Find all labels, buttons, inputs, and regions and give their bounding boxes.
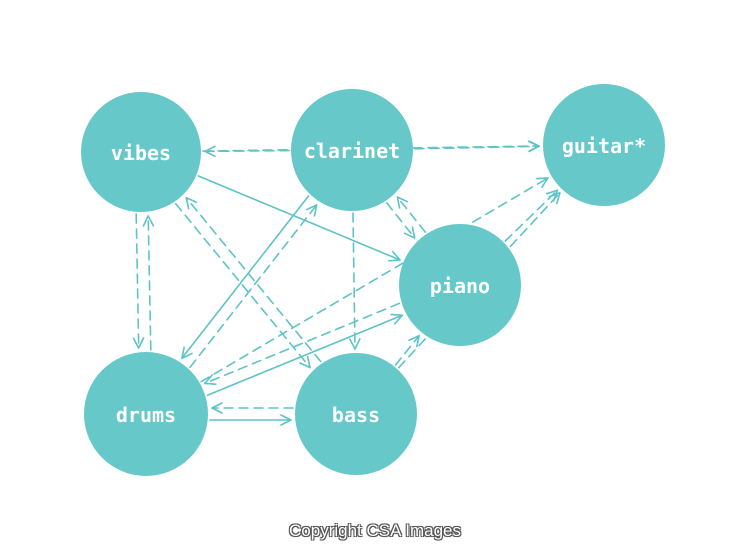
node-bass: bass bbox=[295, 353, 417, 475]
edge-bass-to-piano bbox=[394, 334, 421, 366]
node-label-guitar: guitar* bbox=[562, 134, 646, 158]
edge-piano-to-guitar bbox=[504, 189, 559, 242]
node-label-drums: drums bbox=[116, 403, 176, 427]
edge-clarinet-to-piano bbox=[385, 202, 416, 239]
node-drums: drums bbox=[84, 352, 208, 476]
node-guitar: guitar* bbox=[543, 84, 665, 206]
edge-drums-to-clarinet bbox=[189, 204, 318, 369]
node-label-bass: bass bbox=[332, 403, 380, 427]
edge-vibes-to-piano bbox=[197, 175, 401, 262]
instrument-network-graph: vibes clarinet guitar* piano drums bass bbox=[81, 84, 665, 476]
edge-bass-to-vibes bbox=[185, 196, 322, 363]
edge-drums-to-piano bbox=[206, 313, 404, 397]
edge-drums-to-guitar bbox=[200, 177, 549, 383]
node-circle-vibes bbox=[81, 92, 201, 212]
edge-vibes-to-bass bbox=[174, 202, 311, 369]
nodes-layer: vibes clarinet guitar* piano drums bass bbox=[81, 84, 665, 476]
edge-piano-to-clarinet bbox=[396, 196, 427, 233]
edge-drums-to-vibes bbox=[142, 215, 155, 351]
edge-bass-to-guitar bbox=[397, 192, 561, 369]
node-piano: piano bbox=[399, 224, 521, 346]
node-circle-drums bbox=[84, 352, 208, 476]
node-label-vibes: vibes bbox=[111, 141, 171, 165]
edge-vibes-to-drums bbox=[132, 213, 145, 349]
node-label-clarinet: clarinet bbox=[304, 139, 400, 163]
edge-clarinet-to-drums bbox=[181, 195, 310, 360]
copyright-credit: Copyright CSA Images bbox=[289, 521, 461, 540]
node-clarinet: clarinet bbox=[291, 89, 413, 211]
node-circle-clarinet bbox=[291, 89, 413, 211]
edge-clarinet-to-bass bbox=[349, 212, 361, 350]
node-label-piano: piano bbox=[430, 274, 490, 298]
node-circle-guitar bbox=[543, 84, 665, 206]
node-vibes: vibes bbox=[81, 92, 201, 212]
node-circle-piano bbox=[399, 224, 521, 346]
node-circle-bass bbox=[295, 353, 417, 475]
edge-piano-to-drums bbox=[204, 302, 401, 386]
